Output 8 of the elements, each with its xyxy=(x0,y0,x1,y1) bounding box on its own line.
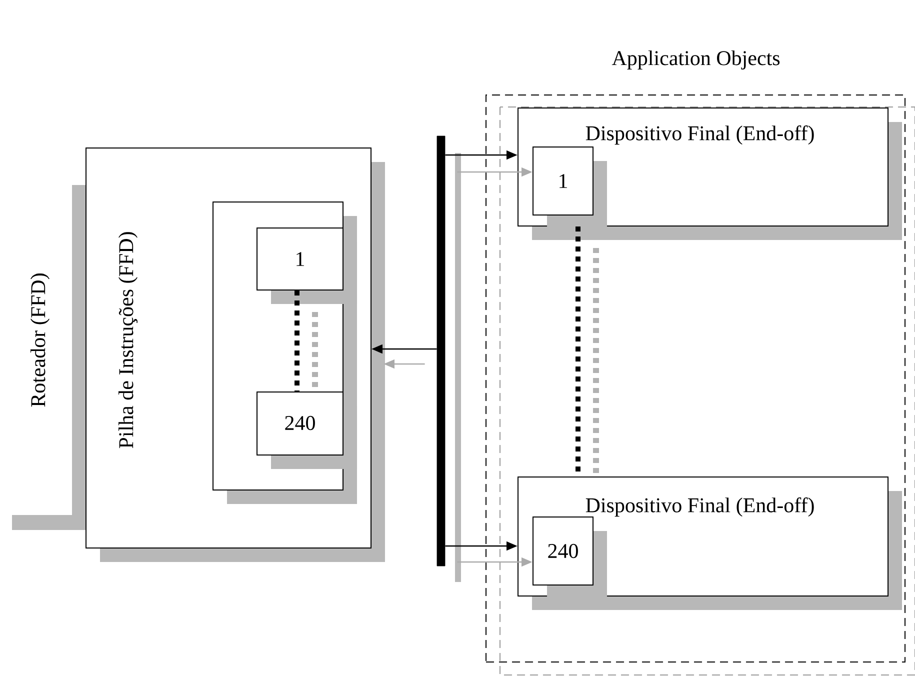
object-box: 1 xyxy=(532,146,607,229)
dotted-line xyxy=(294,290,318,392)
node-label: Roteador (FFD) xyxy=(30,274,50,407)
object-box: 1 xyxy=(256,228,357,304)
object-box: 240 xyxy=(256,392,357,469)
node-label: Application Objects xyxy=(612,50,780,70)
object-box: 240 xyxy=(532,516,607,599)
bus-bar xyxy=(436,136,461,582)
